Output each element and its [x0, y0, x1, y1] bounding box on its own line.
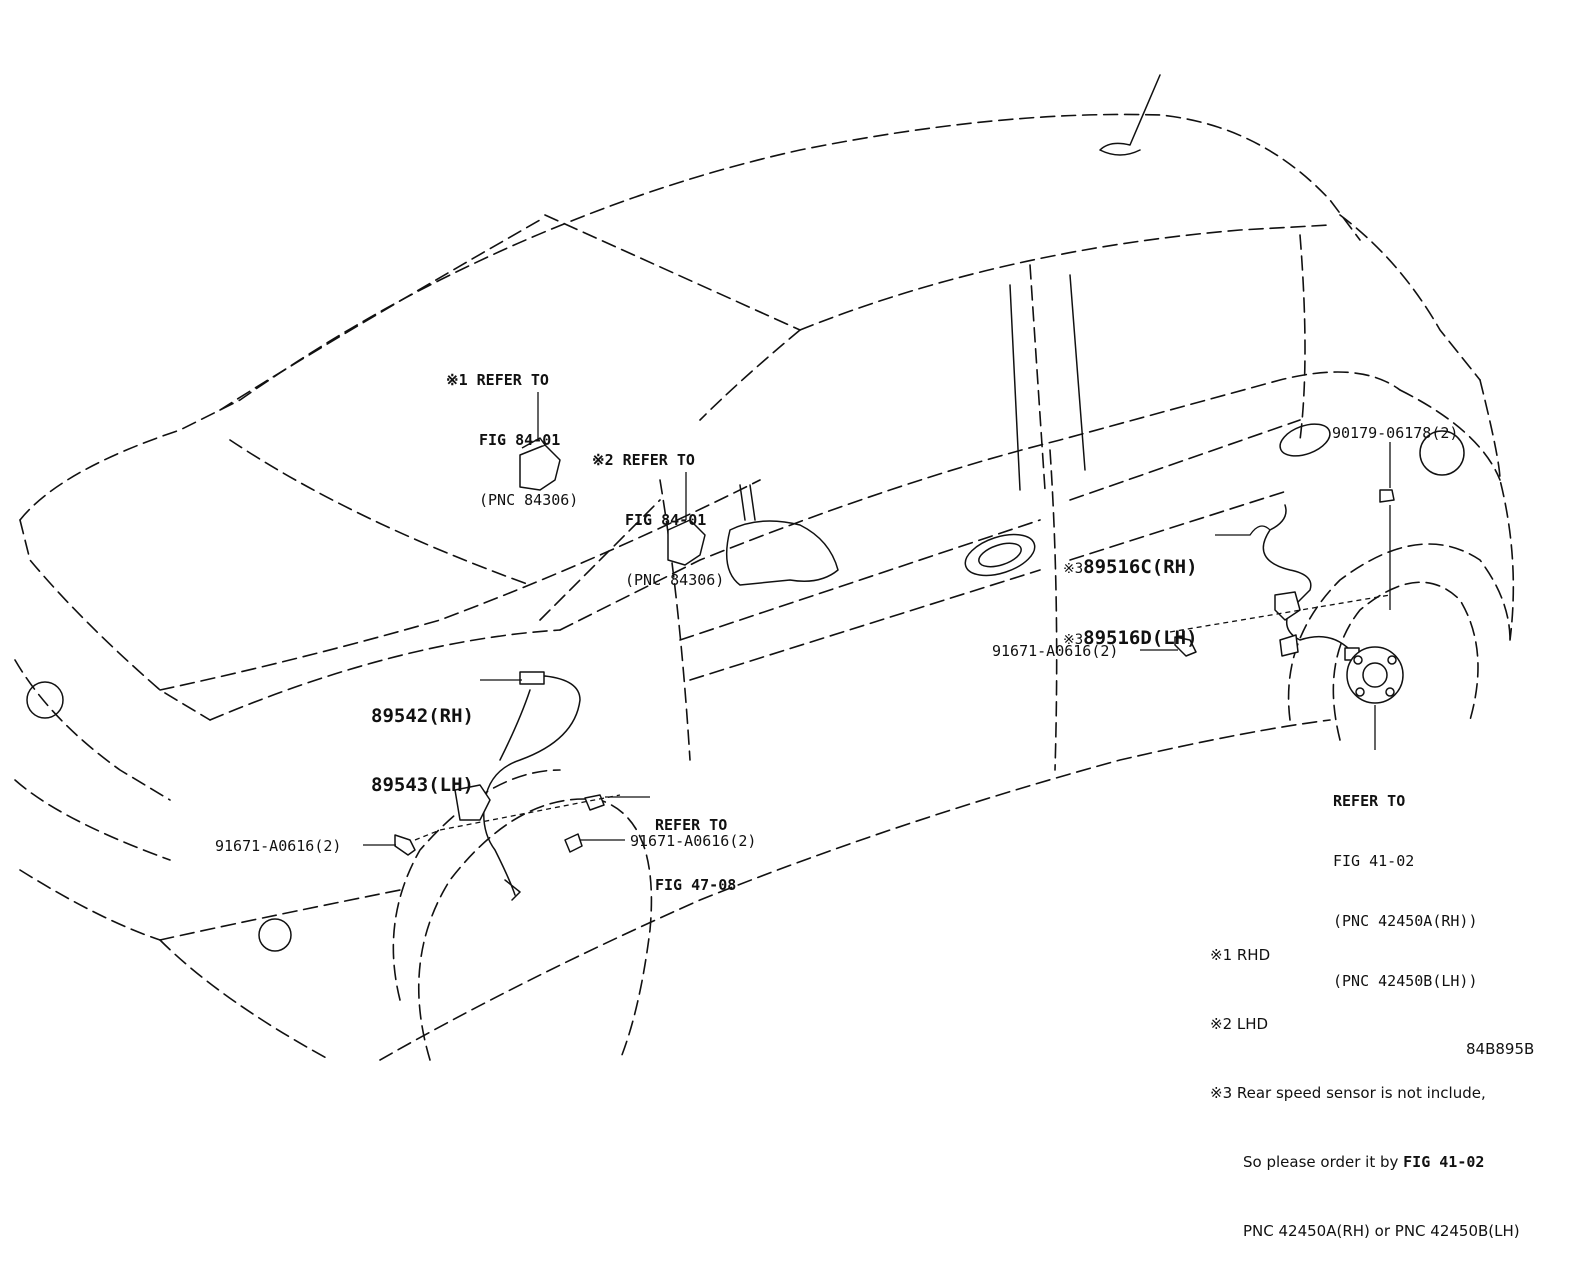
leader-lines [363, 392, 1391, 846]
rear-sensor-label: ※389516C(RH) ※389516D(LH) [1063, 510, 1198, 675]
front-sensor-label: 89542(RH) 89543(LH) [371, 659, 474, 820]
rear-sensor-rh: 89516C(RH) [1083, 556, 1198, 578]
rear-sensor-marker-2: ※3 [1063, 632, 1084, 648]
ref2-line1: REFER TO [622, 451, 695, 469]
part-sensor-rhd-icon [519, 437, 561, 491]
ref2-callout: ※2 REFER TO FIG 84-01 (PNC 84306) [592, 410, 724, 610]
note-rhd: ※1 RHD [1210, 946, 1271, 964]
car-details [26, 74, 1465, 952]
note-order-fig: FIG 41-02 [1403, 1153, 1485, 1171]
hub-ref-label: REFER TO FIG 41-02 (PNC 42450A(RH)) (PNC… [1333, 751, 1478, 1011]
part-front-speed-sensor-icon [454, 671, 581, 901]
ref2-line3: (PNC 84306) [625, 571, 725, 589]
rear-bolt-top-label: 90179-06178(2) [1332, 424, 1459, 442]
hub-ref-line2: FIG 41-02 [1333, 852, 1415, 870]
part-rear-speed-sensor-icon [1262, 504, 1360, 661]
rear-sensor-lh: 89516D(LH) [1083, 627, 1198, 649]
ref2-marker: ※2 [592, 451, 614, 469]
ref1-marker: ※1 [446, 371, 468, 389]
part-sensor-lhd-icon [667, 519, 706, 566]
front-sensor-lh: 89543(LH) [371, 774, 474, 796]
front-bolt-left-label: 91671-A0616(2) [215, 837, 342, 855]
rear-bolt-label: 91671-A0616(2) [992, 642, 1119, 660]
front-bolt-right-label: 91671-A0616(2) [630, 832, 757, 850]
diagram-code: 84B895B [1466, 1040, 1535, 1058]
ref1-callout: ※1 REFER TO FIG 84-01 (PNC 84306) [446, 330, 578, 530]
notes-block: ※1 RHD ※2 LHD ※3 Rear speed sensor is no… [1210, 898, 1520, 1266]
front-ref-line2: FIG 47-08 [655, 876, 737, 894]
ref1-line1: REFER TO [476, 371, 549, 389]
note-pnc: PNC 42450A(RH) or PNC 42450B(LH) [1243, 1222, 1520, 1240]
hub-ref-line4: (PNC 42450B(LH)) [1333, 972, 1478, 990]
part-rear-hub-icon [1346, 646, 1404, 704]
front-ref-label: REFER TO FIG 47-08 [655, 775, 736, 915]
bolt-icons [394, 489, 1395, 856]
rear-sensor-marker-1: ※3 [1063, 561, 1084, 577]
car-parts-diagram [14, 74, 1515, 1061]
front-sensor-rh: 89542(RH) [371, 705, 474, 727]
note-rear-sensor: ※3 Rear speed sensor is not include, [1210, 1084, 1486, 1102]
ref2-line2: FIG 84-01 [625, 511, 707, 529]
front-ref-line1: REFER TO [655, 816, 728, 834]
ref1-line2: FIG 84-01 [479, 431, 561, 449]
hub-ref-line3: (PNC 42450A(RH)) [1333, 912, 1478, 930]
ref1-line3: (PNC 84306) [479, 491, 579, 509]
hub-ref-line1: REFER TO [1333, 792, 1406, 810]
note-order: So please order it by FIG 41-02 [1210, 1151, 1520, 1174]
note-order-prefix: So please order it by [1243, 1153, 1404, 1171]
note-lhd: ※2 LHD [1210, 1015, 1269, 1033]
